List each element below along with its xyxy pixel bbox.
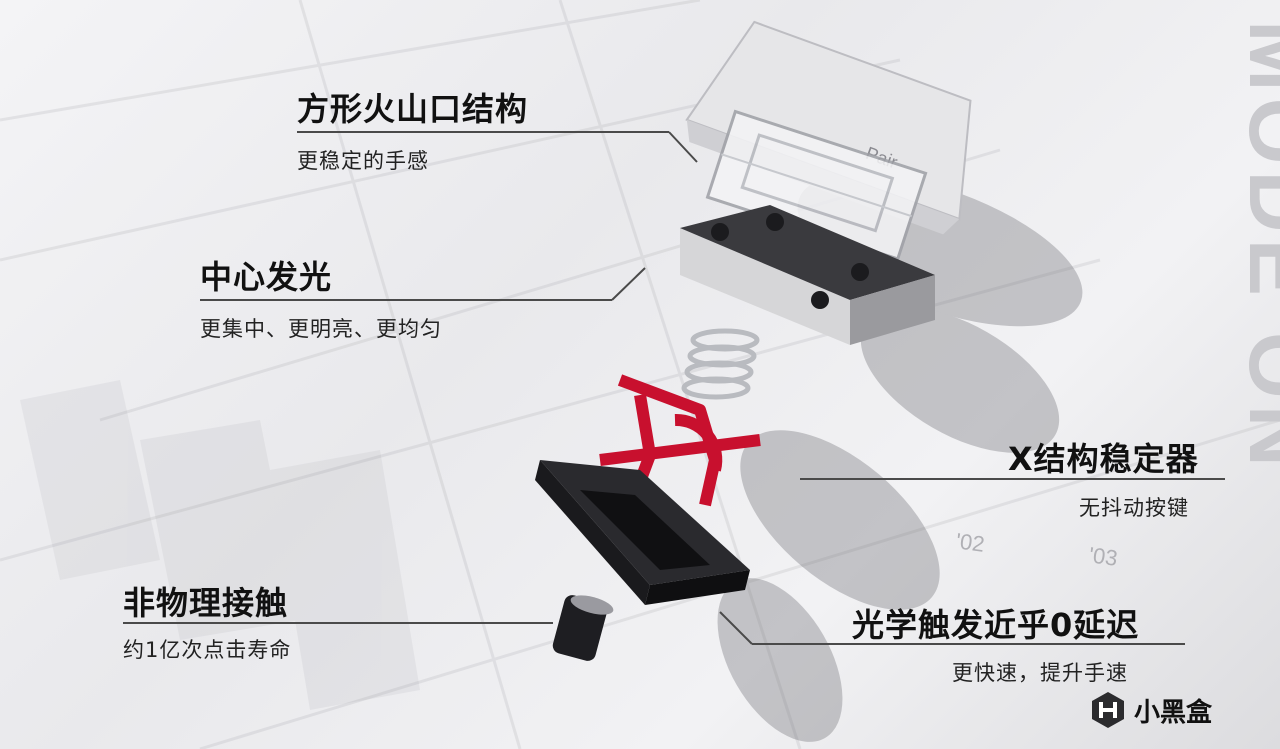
callout-non-contact-title: 非物理接触 (123, 584, 289, 622)
callout-crater-subtitle: 更稳定的手感 (297, 149, 429, 173)
callout-optical-title: 光学触发近乎0延迟 (852, 606, 1140, 644)
callout-center-light-line (200, 299, 612, 301)
callout-optical-line (752, 643, 1185, 645)
callout-center-light-subtitle: 更集中、更明亮、更均匀 (200, 317, 442, 341)
callout-x-stabilizer-subtitle: 无抖动按键 (1079, 496, 1189, 520)
callout-center-light-title: 中心发光 (200, 258, 333, 296)
callout-non-contact-subtitle: 约1亿次点击寿命 (123, 638, 292, 662)
mode-on-text: MODE ON (1231, 20, 1280, 473)
optical-sensor (552, 595, 614, 661)
watermark-text: 小黑盒 (1134, 698, 1213, 728)
callout-crater-line (297, 131, 669, 133)
callout-x-stabilizer-title: X结构稳定器 (1008, 440, 1199, 478)
mark-02: '02 (954, 528, 986, 557)
callout-optical-subtitle: 更快速，提升手速 (952, 661, 1128, 685)
top-housing (680, 205, 935, 345)
red-x-stabilizer (599, 374, 761, 507)
spring (681, 328, 760, 400)
callout-x-stabilizer-line (800, 478, 1225, 480)
bottom-housing (535, 460, 750, 605)
mark-03: '03 (1087, 542, 1119, 571)
callout-crater-title: 方形火山口结构 (297, 90, 529, 128)
callout-non-contact-line (123, 622, 553, 624)
watermark: 小黑盒 (1088, 688, 1258, 732)
heybox-logo-icon (1092, 692, 1124, 728)
